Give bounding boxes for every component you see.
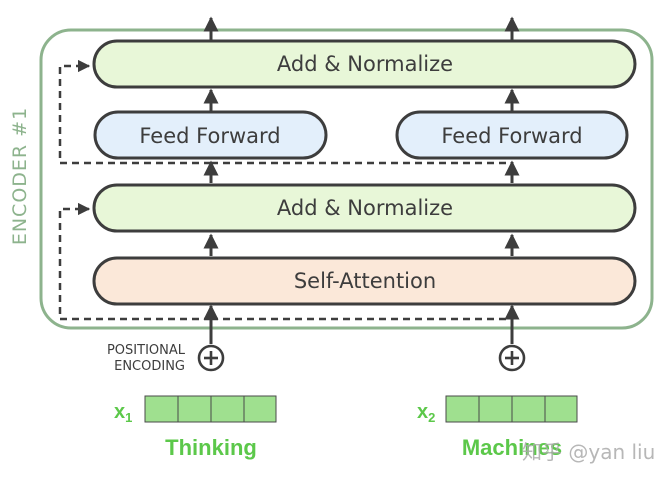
encoder-frame	[39, 28, 654, 330]
input-x2-var: x	[417, 401, 428, 423]
input-word-machines: Machines	[462, 435, 562, 460]
residual-connection-left-top	[58, 59, 211, 165]
input-cell	[445, 395, 480, 423]
input-cell	[478, 395, 513, 423]
input-word-thinking: Thinking	[165, 435, 257, 460]
feed-forward-left-label: Feed Forward	[139, 124, 280, 148]
input-x2-label: x2	[417, 401, 435, 425]
input-x1-vector	[144, 395, 277, 423]
input-cell	[177, 395, 212, 423]
add-normalize-top-label: Add & Normalize	[277, 52, 453, 76]
feed-forward-right-label: Feed Forward	[441, 124, 582, 148]
input-x2-sub: 2	[428, 410, 435, 425]
input-cell	[243, 395, 277, 423]
feed-forward-right-block	[395, 110, 629, 160]
add-circle-icon	[197, 344, 225, 372]
self-attention-block	[92, 256, 637, 306]
positional-encoding-label-line2: ENCODING	[114, 359, 185, 374]
input-x1-var: x	[114, 401, 125, 423]
input-cell	[544, 395, 578, 423]
self-attention-label: Self-Attention	[294, 269, 436, 293]
flow-arrows	[203, 16, 520, 344]
feed-forward-left-block	[93, 110, 328, 160]
add-normalize-bottom-block	[92, 183, 637, 233]
add-normalize-bottom-label: Add & Normalize	[277, 196, 453, 220]
residual-connection-left-bottom	[58, 202, 211, 321]
add-normalize-top-block	[92, 39, 637, 89]
input-x1-sub: 1	[125, 410, 132, 425]
input-x2-vector	[445, 395, 578, 423]
input-cell	[144, 395, 179, 423]
input-cell	[511, 395, 546, 423]
input-x1-label: x1	[114, 401, 132, 425]
positional-encoding-label-line1: POSITIONAL	[107, 343, 186, 358]
add-circle-icon	[498, 344, 526, 372]
encoder-label: ENCODER #1	[9, 107, 31, 245]
watermark: 知乎 @yan liu	[522, 440, 656, 464]
input-cell	[210, 395, 245, 423]
